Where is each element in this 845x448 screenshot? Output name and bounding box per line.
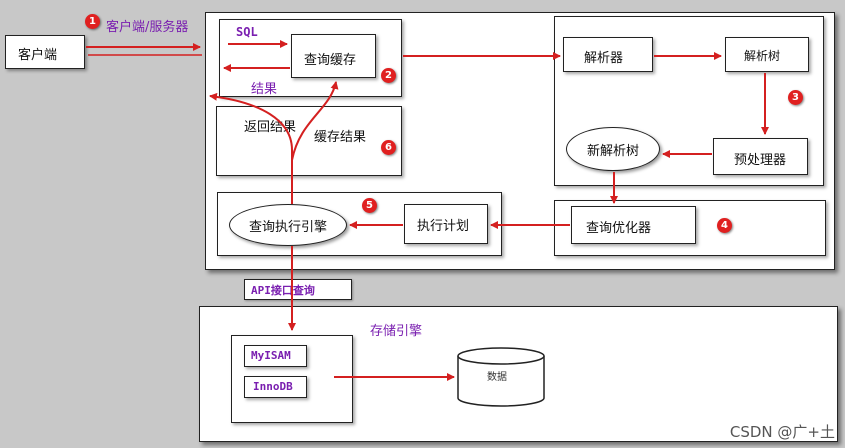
client-server-label: 客户端/服务器: [106, 20, 189, 35]
parser-label: 解析器: [584, 51, 624, 66]
parse-tree-node: 解析树: [725, 37, 809, 72]
badge-3: 3: [788, 90, 803, 105]
parser-node: 解析器: [563, 37, 653, 72]
data-label: 数据: [487, 372, 507, 383]
client-label: 客户端: [18, 48, 58, 63]
new-parse-tree-node: 新解析树: [566, 127, 660, 171]
parse-tree-label: 解析树: [744, 49, 781, 63]
cache-result-label: 缓存结果: [314, 130, 367, 145]
preprocessor-node: 预处理器: [713, 138, 808, 175]
innodb-node: InnoDB: [244, 376, 307, 398]
myisam-node: MyISAM: [244, 345, 307, 367]
exec-engine-label: 查询执行引擎: [248, 219, 327, 235]
optimizer-node: 查询优化器: [571, 206, 696, 244]
query-cache-label: 查询缓存: [304, 53, 357, 68]
result-label: 结果: [251, 82, 278, 97]
badge-6: 6: [381, 140, 396, 155]
optimizer-label: 查询优化器: [586, 221, 652, 236]
preprocessor-label: 预处理器: [734, 153, 787, 168]
storage-title: 存储引擎: [370, 324, 423, 339]
badge-4: 4: [717, 218, 732, 233]
badge-5: 5: [362, 198, 377, 213]
api-label-box: API接口查询: [244, 279, 352, 300]
badge-2: 2: [381, 68, 396, 83]
innodb-label: InnoDB: [253, 380, 293, 393]
exec-plan-label: 执行计划: [417, 219, 470, 234]
exec-plan-node: 执行计划: [404, 204, 488, 244]
badge-1: 1: [85, 14, 100, 29]
myisam-label: MyISAM: [251, 349, 291, 362]
watermark: CSDN @广+土: [729, 423, 835, 441]
sql-label: SQL: [236, 25, 258, 39]
return-result-label: 返回结果: [244, 120, 297, 135]
client-box: 客户端: [5, 35, 85, 69]
new-parse-tree-label: 新解析树: [586, 143, 639, 159]
api-label: API接口查询: [251, 284, 315, 297]
query-cache-node: 查询缓存: [291, 34, 376, 78]
exec-engine-node: 查询执行引擎: [229, 204, 347, 246]
